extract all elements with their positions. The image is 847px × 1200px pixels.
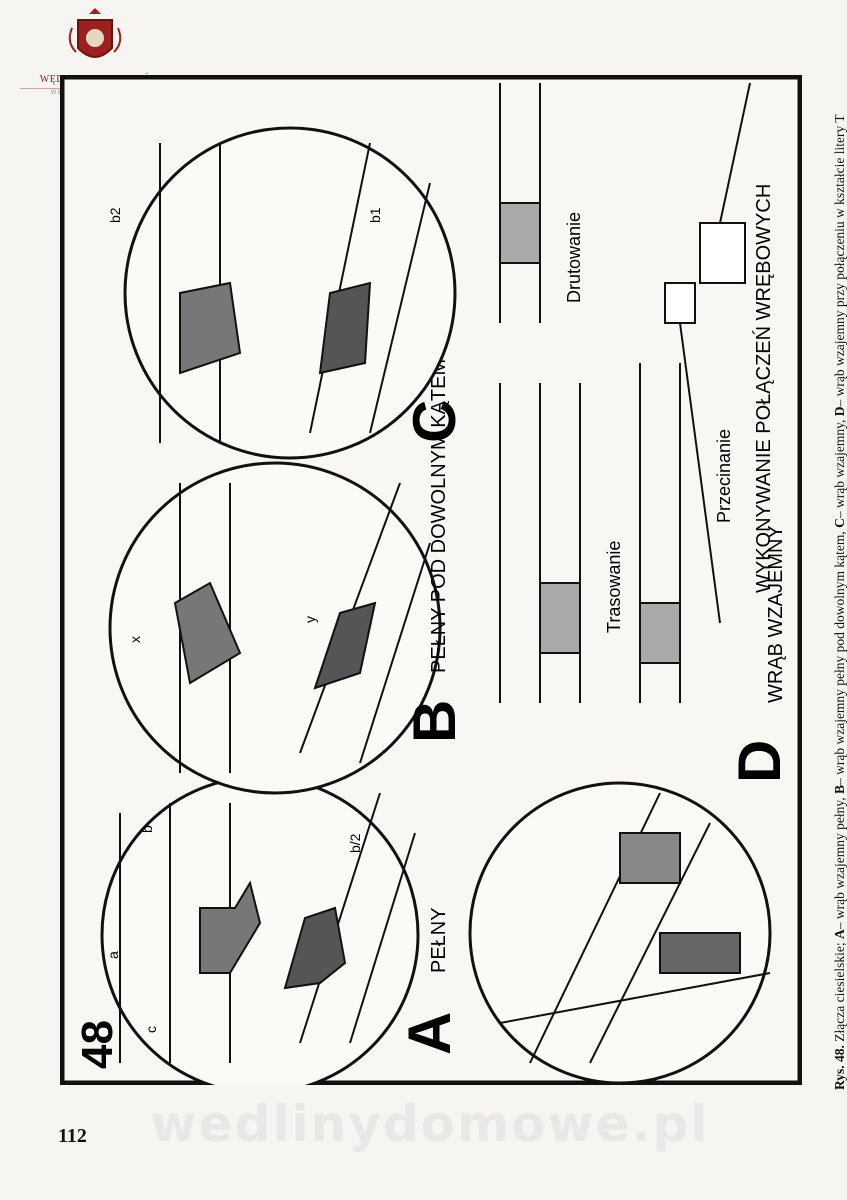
detail-C: b2 b1 [107,126,457,460]
joint-B-top [173,581,242,685]
step-marking: Trasowanie [604,541,624,633]
dim-bhalf-label: b/2 [347,833,363,853]
step-drilling: Drutowanie [564,212,584,303]
caption-fig-label: Rys. 48. [832,1045,847,1090]
caption-D-text: – wrąb wzajemny przy połączeniu w kształ… [832,114,847,407]
process-drawings [499,82,751,703]
section-D-label: WYKONYWANIE POŁĄCZEŃ WRĘBOWYCH [752,184,775,593]
section-A-label: PEŁNY [428,907,450,973]
caption-B-text: – wrąb wzajemny pełny pod dowolnym kątem… [832,531,847,786]
detail-D [468,781,772,1085]
section-C-letter: C [401,400,468,443]
section-A-letter: A [396,1012,463,1055]
joint-C-top [179,281,242,375]
joint-D-beam [619,832,681,884]
caption-D-letter: D [832,406,847,417]
joint-D-post [659,932,741,974]
caption-B-letter: B [832,785,847,795]
caption-A-text: – wrąb wzajemny pełny, [832,797,847,930]
section-D-letter: D [726,740,793,783]
joint-C-bottom [318,281,372,375]
crest-icon [68,8,122,58]
header-wrab: WRĄB WZAJEMNY [765,525,787,703]
figure-caption: Rys. 48. Złącza ciesielskie; A– wrąb wza… [830,50,847,1090]
caption-C-text: – wrąb wzajemny, [832,419,847,519]
section-B-label: PEŁNY POD DOWOLNYM KĄTEM [428,359,450,673]
figure-plate: 48 a c b b/2 A PEŁNY [60,75,802,1085]
circle-C [123,126,457,460]
dim-y-label: y [302,616,318,623]
section-B-letter: B [401,700,468,743]
joint-B-bottom [313,601,377,690]
caption-A-letter: A [832,929,847,940]
page-number: 112 [58,1125,87,1147]
joint-A-bottom [283,906,347,990]
detail-A: a c b b/2 [100,775,420,1085]
circle-B [108,461,442,795]
dim-b1-label: b1 [367,207,383,223]
dim-b2-label: b2 [107,207,123,223]
dim-b-label: b [139,825,155,833]
detail-B: x y [108,461,442,795]
dim-x-label: x [127,636,143,643]
plate-number: 48 [73,1020,122,1069]
watermark: wedlinydomowe.pl [150,1095,710,1153]
dim-a-label: a [105,951,121,959]
plate-content: 48 a c b b/2 A PEŁNY [73,82,793,1085]
dim-c-label: c [143,1026,159,1033]
caption-title: Złącza ciesielskie; [832,942,847,1042]
step-cutting: Przecinanie [714,429,734,523]
joint-A-top [199,880,262,974]
caption-C-letter: C [832,518,847,528]
circle-D [468,781,772,1085]
